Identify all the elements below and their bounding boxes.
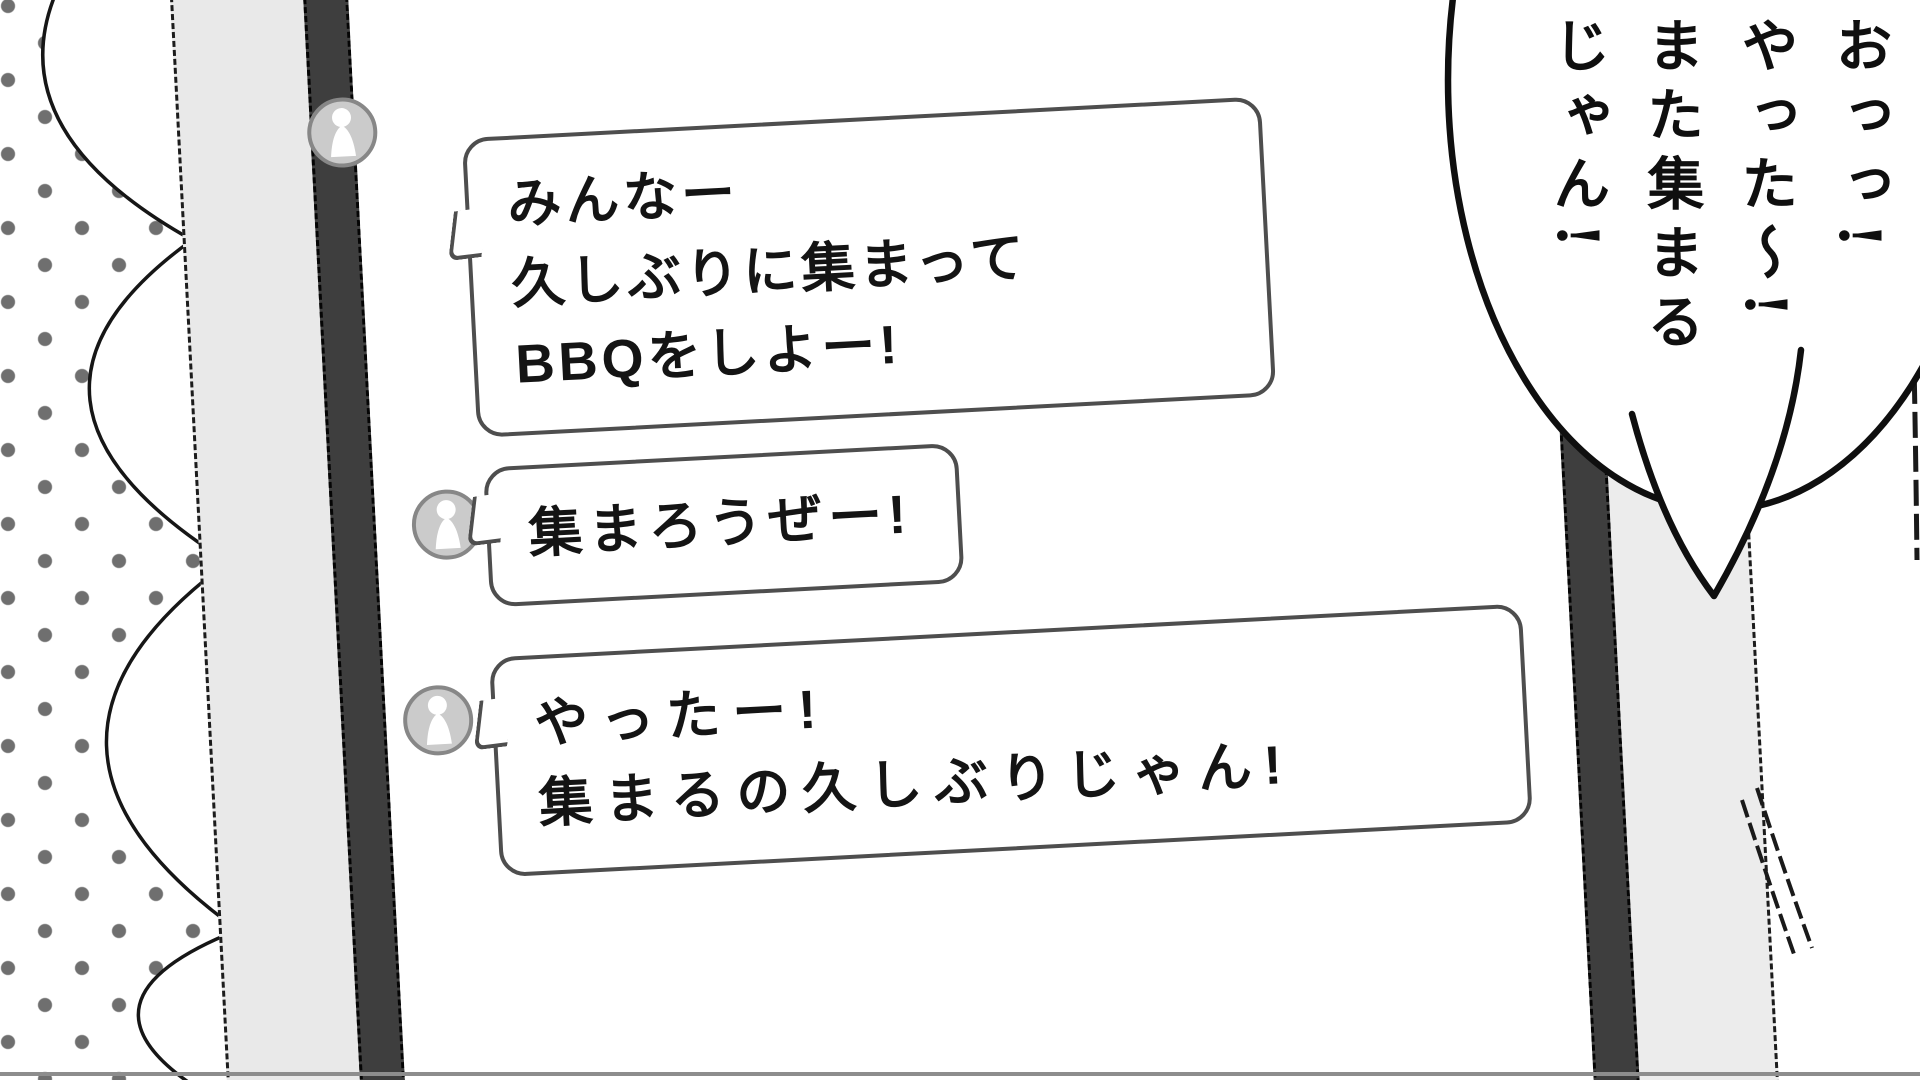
balloon-text-column: また集まる xyxy=(1637,16,1705,361)
balloon-text-column: おっっ! xyxy=(1826,16,1893,261)
balloon-vertical-text: おっっ! やった〜! また集まる じゃん! xyxy=(1482,16,1906,476)
person-avatar-icon xyxy=(403,685,474,756)
balloon-text-column: じゃん! xyxy=(1543,16,1611,261)
balloon-text-column: やった〜! xyxy=(1731,16,1799,330)
panel-border-line xyxy=(0,1072,1920,1076)
person-avatar-icon xyxy=(307,97,378,168)
avatar xyxy=(304,95,380,171)
avatar xyxy=(400,682,476,758)
